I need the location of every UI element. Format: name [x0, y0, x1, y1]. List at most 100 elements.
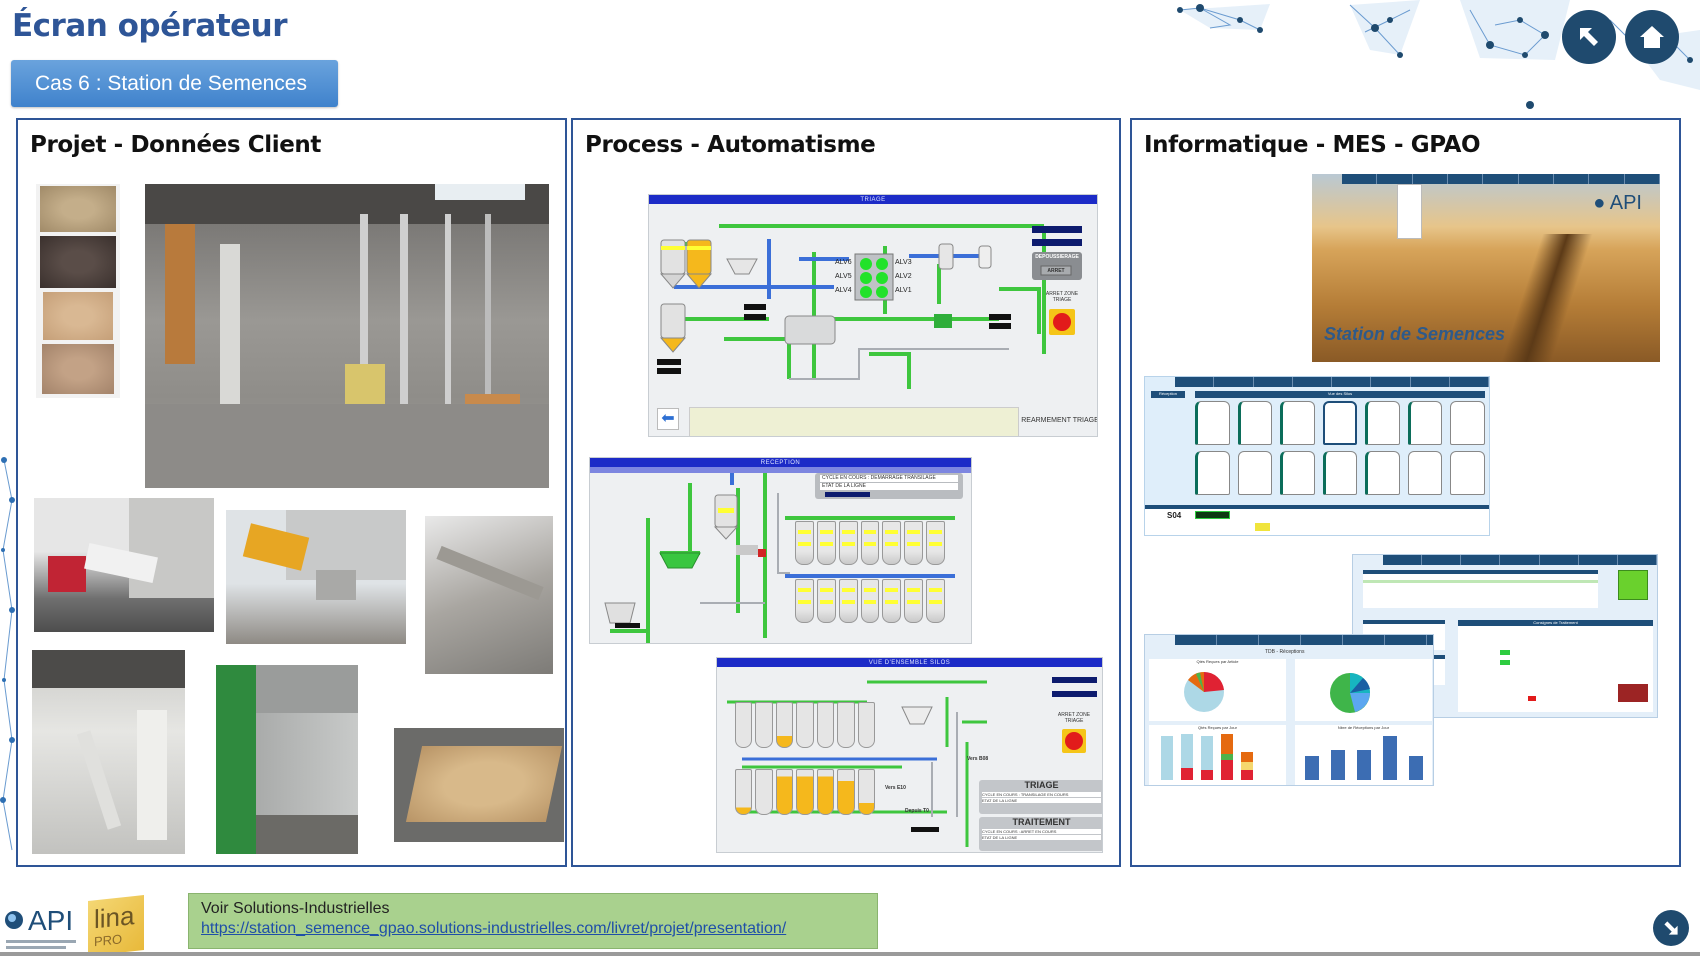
vers-e10-label: Vers E10	[885, 785, 906, 791]
hmi-top-bar: VUE D'ENSEMBLE SILOS	[717, 658, 1102, 667]
triage-cycle: CYCLE EN COURS : TRANSILAGE EN COURS	[982, 792, 1101, 797]
reception-diagram	[604, 473, 955, 643]
page-title: Écran opérateur	[12, 8, 288, 44]
dust-state[interactable]: ARRET	[1047, 268, 1065, 274]
photo-grain-cleaner	[32, 650, 185, 854]
silo-grid-lower	[735, 769, 875, 815]
workflow-icon	[1618, 570, 1648, 600]
dust-label: DEPOUSSIERAGE	[1035, 254, 1079, 260]
panel-title: Projet - Données Client	[30, 132, 321, 158]
mes-dropdown-menu[interactable]	[1397, 184, 1422, 239]
chart-card-bar: Nbre de Réceptions par Jour	[1295, 725, 1432, 785]
mes-nav-bar[interactable]	[1383, 555, 1657, 565]
hmi-top-bar: TRIAGE	[649, 195, 1097, 204]
mes-banner-title: Station de Semences	[1324, 324, 1506, 344]
arrow-down-right-icon	[1664, 921, 1678, 935]
traitement-status-title: TRAITEMENT	[1012, 817, 1071, 827]
treatment-title: Consignes de Traitement	[1533, 620, 1578, 625]
alv-label: ALV1	[895, 287, 912, 294]
alv-label: ALV5	[835, 273, 852, 280]
chart-title: Qtés Reçues par Article	[1196, 659, 1239, 664]
photo-grain-bed	[394, 728, 564, 842]
alv-label: ALV2	[895, 273, 912, 280]
hmi-screen-silos[interactable]: VUE D'ENSEMBLE SILOS	[716, 657, 1103, 853]
panel-title: Informatique - MES - GPAO	[1144, 132, 1481, 158]
silo-detail-strip: S04	[1145, 505, 1489, 535]
panel-title: Process - Automatisme	[585, 132, 876, 158]
silo-cards[interactable]	[1195, 401, 1485, 495]
silo-view-header: Vue des Silos	[1195, 391, 1485, 398]
bottom-strip	[0, 952, 1700, 956]
mes-home-screen[interactable]: ● API Station de Semences	[1312, 174, 1660, 362]
network-decoration-top	[1177, 0, 1700, 109]
photo-trailer-unloading	[226, 510, 406, 644]
alv-label: ALV3	[895, 259, 912, 266]
silo-grid	[735, 702, 875, 748]
lina-logo-sub: PRO	[94, 931, 123, 950]
photo-seed-samples	[36, 184, 120, 398]
case-badge: Cas 6 : Station de Semences	[11, 60, 338, 107]
pie-chart-articles	[1184, 671, 1224, 712]
hmi-screen-reception[interactable]: RECEPTION CYCLE EN COURS : DEMARRAGE TRA…	[589, 457, 972, 644]
back-arrow-button[interactable]: ⬅	[657, 408, 679, 430]
stop-zone-label: ARRET ZONE TRIAGE	[1049, 712, 1099, 724]
solutions-link-box: Voir Solutions-Industrielles https://sta…	[188, 893, 878, 949]
mes-nav-bar[interactable]	[1342, 174, 1660, 184]
lina-logo-text: lina	[94, 900, 135, 935]
silo-row-top	[795, 521, 946, 565]
hmi-title: VUE D'ENSEMBLE SILOS	[868, 659, 951, 666]
photo-hopper-conveyor	[425, 516, 553, 674]
stop-zone-label-1: ARRET ZONE	[1045, 291, 1079, 297]
network-decoration-left	[0, 457, 15, 851]
treatment-box: Consignes de Traitement	[1458, 620, 1653, 712]
chart-card-pie-2	[1295, 659, 1432, 721]
solutions-label: Voir Solutions-Industrielles	[201, 900, 390, 917]
triage-status-box: TRIAGE CYCLE EN COURS : TRANSILAGE EN CO…	[979, 780, 1102, 814]
arrow-up-left-icon	[1580, 28, 1598, 46]
field-path	[1501, 234, 1593, 362]
traitement-state: ETAT DE LA LIGNE	[982, 835, 1101, 840]
mes-nav-bar[interactable]	[1175, 635, 1433, 645]
bar-chart-receptions	[1305, 736, 1423, 780]
panel-mes-gpao: Informatique - MES - GPAO ● API Station …	[1130, 118, 1681, 867]
panel-client-data: Projet - Données Client	[16, 118, 567, 867]
mes-dashboard[interactable]: TDB - Réceptions Qtés Reçues par Article…	[1144, 634, 1434, 786]
mes-silo-view[interactable]: Réception Vue des Silos S04	[1144, 376, 1490, 536]
photo-green-machine	[216, 665, 358, 854]
vers-b08-label: Vers B08	[967, 756, 989, 762]
photo-truck-unloading	[34, 498, 214, 632]
lina-pro-logo: lina PRO	[88, 895, 144, 956]
stop-zone-label-1: ARRET ZONE	[1057, 712, 1091, 718]
chart-title: Nbre de Réceptions par Jour	[1337, 725, 1390, 730]
panel-process-automation: Process - Automatisme TRIAGE	[571, 118, 1121, 867]
stop-zone-label: ARRET ZONE TRIAGE	[1027, 291, 1097, 303]
chart-card-stacked-bar: Qtés Reçues par Jour	[1149, 725, 1286, 785]
silo-id: S04	[1167, 511, 1182, 520]
stacked-bar-chart	[1161, 734, 1253, 780]
alv-label: ALV6	[835, 259, 852, 266]
reset-triage-label[interactable]: REARMEMENT TRIAGE	[1021, 417, 1098, 424]
solutions-link[interactable]: https://station_semence_gpao.solutions-i…	[201, 920, 787, 937]
hmi-screen-triage[interactable]: TRIAGE	[648, 194, 1098, 437]
chart-title: Qtés Reçues par Jour	[1198, 725, 1237, 730]
dashboard-title: TDB - Réceptions	[1265, 649, 1305, 655]
depuis-t0-label: Depuis T0	[905, 808, 929, 814]
api-logo-small: ● API	[1593, 192, 1642, 214]
home-icon	[1640, 26, 1664, 48]
triage-state: ETAT DE LA LIGNE	[982, 798, 1101, 803]
alv-label: ALV4	[835, 287, 852, 294]
process-diagram	[657, 224, 1082, 389]
reception-header: Réception	[1151, 391, 1185, 398]
api-logo-text: API	[1609, 192, 1642, 214]
back-button[interactable]	[1562, 10, 1616, 64]
home-button[interactable]	[1625, 10, 1679, 64]
mes-nav-bar[interactable]	[1175, 377, 1489, 387]
stop-zone-label-2: TRIAGE	[1064, 718, 1084, 724]
cycle-status-box: CYCLE EN COURS : DEMARRAGE TRANSILAGE ET…	[815, 473, 963, 499]
pie-chart-secondary	[1330, 673, 1370, 713]
triage-status-title: TRIAGE	[1024, 780, 1059, 790]
hmi-top-bar: RECEPTION	[590, 458, 971, 467]
alarm-log	[689, 407, 1019, 436]
next-button[interactable]	[1653, 910, 1689, 946]
traitement-cycle: CYCLE EN COURS : ARRET EN COURS	[982, 829, 1101, 834]
